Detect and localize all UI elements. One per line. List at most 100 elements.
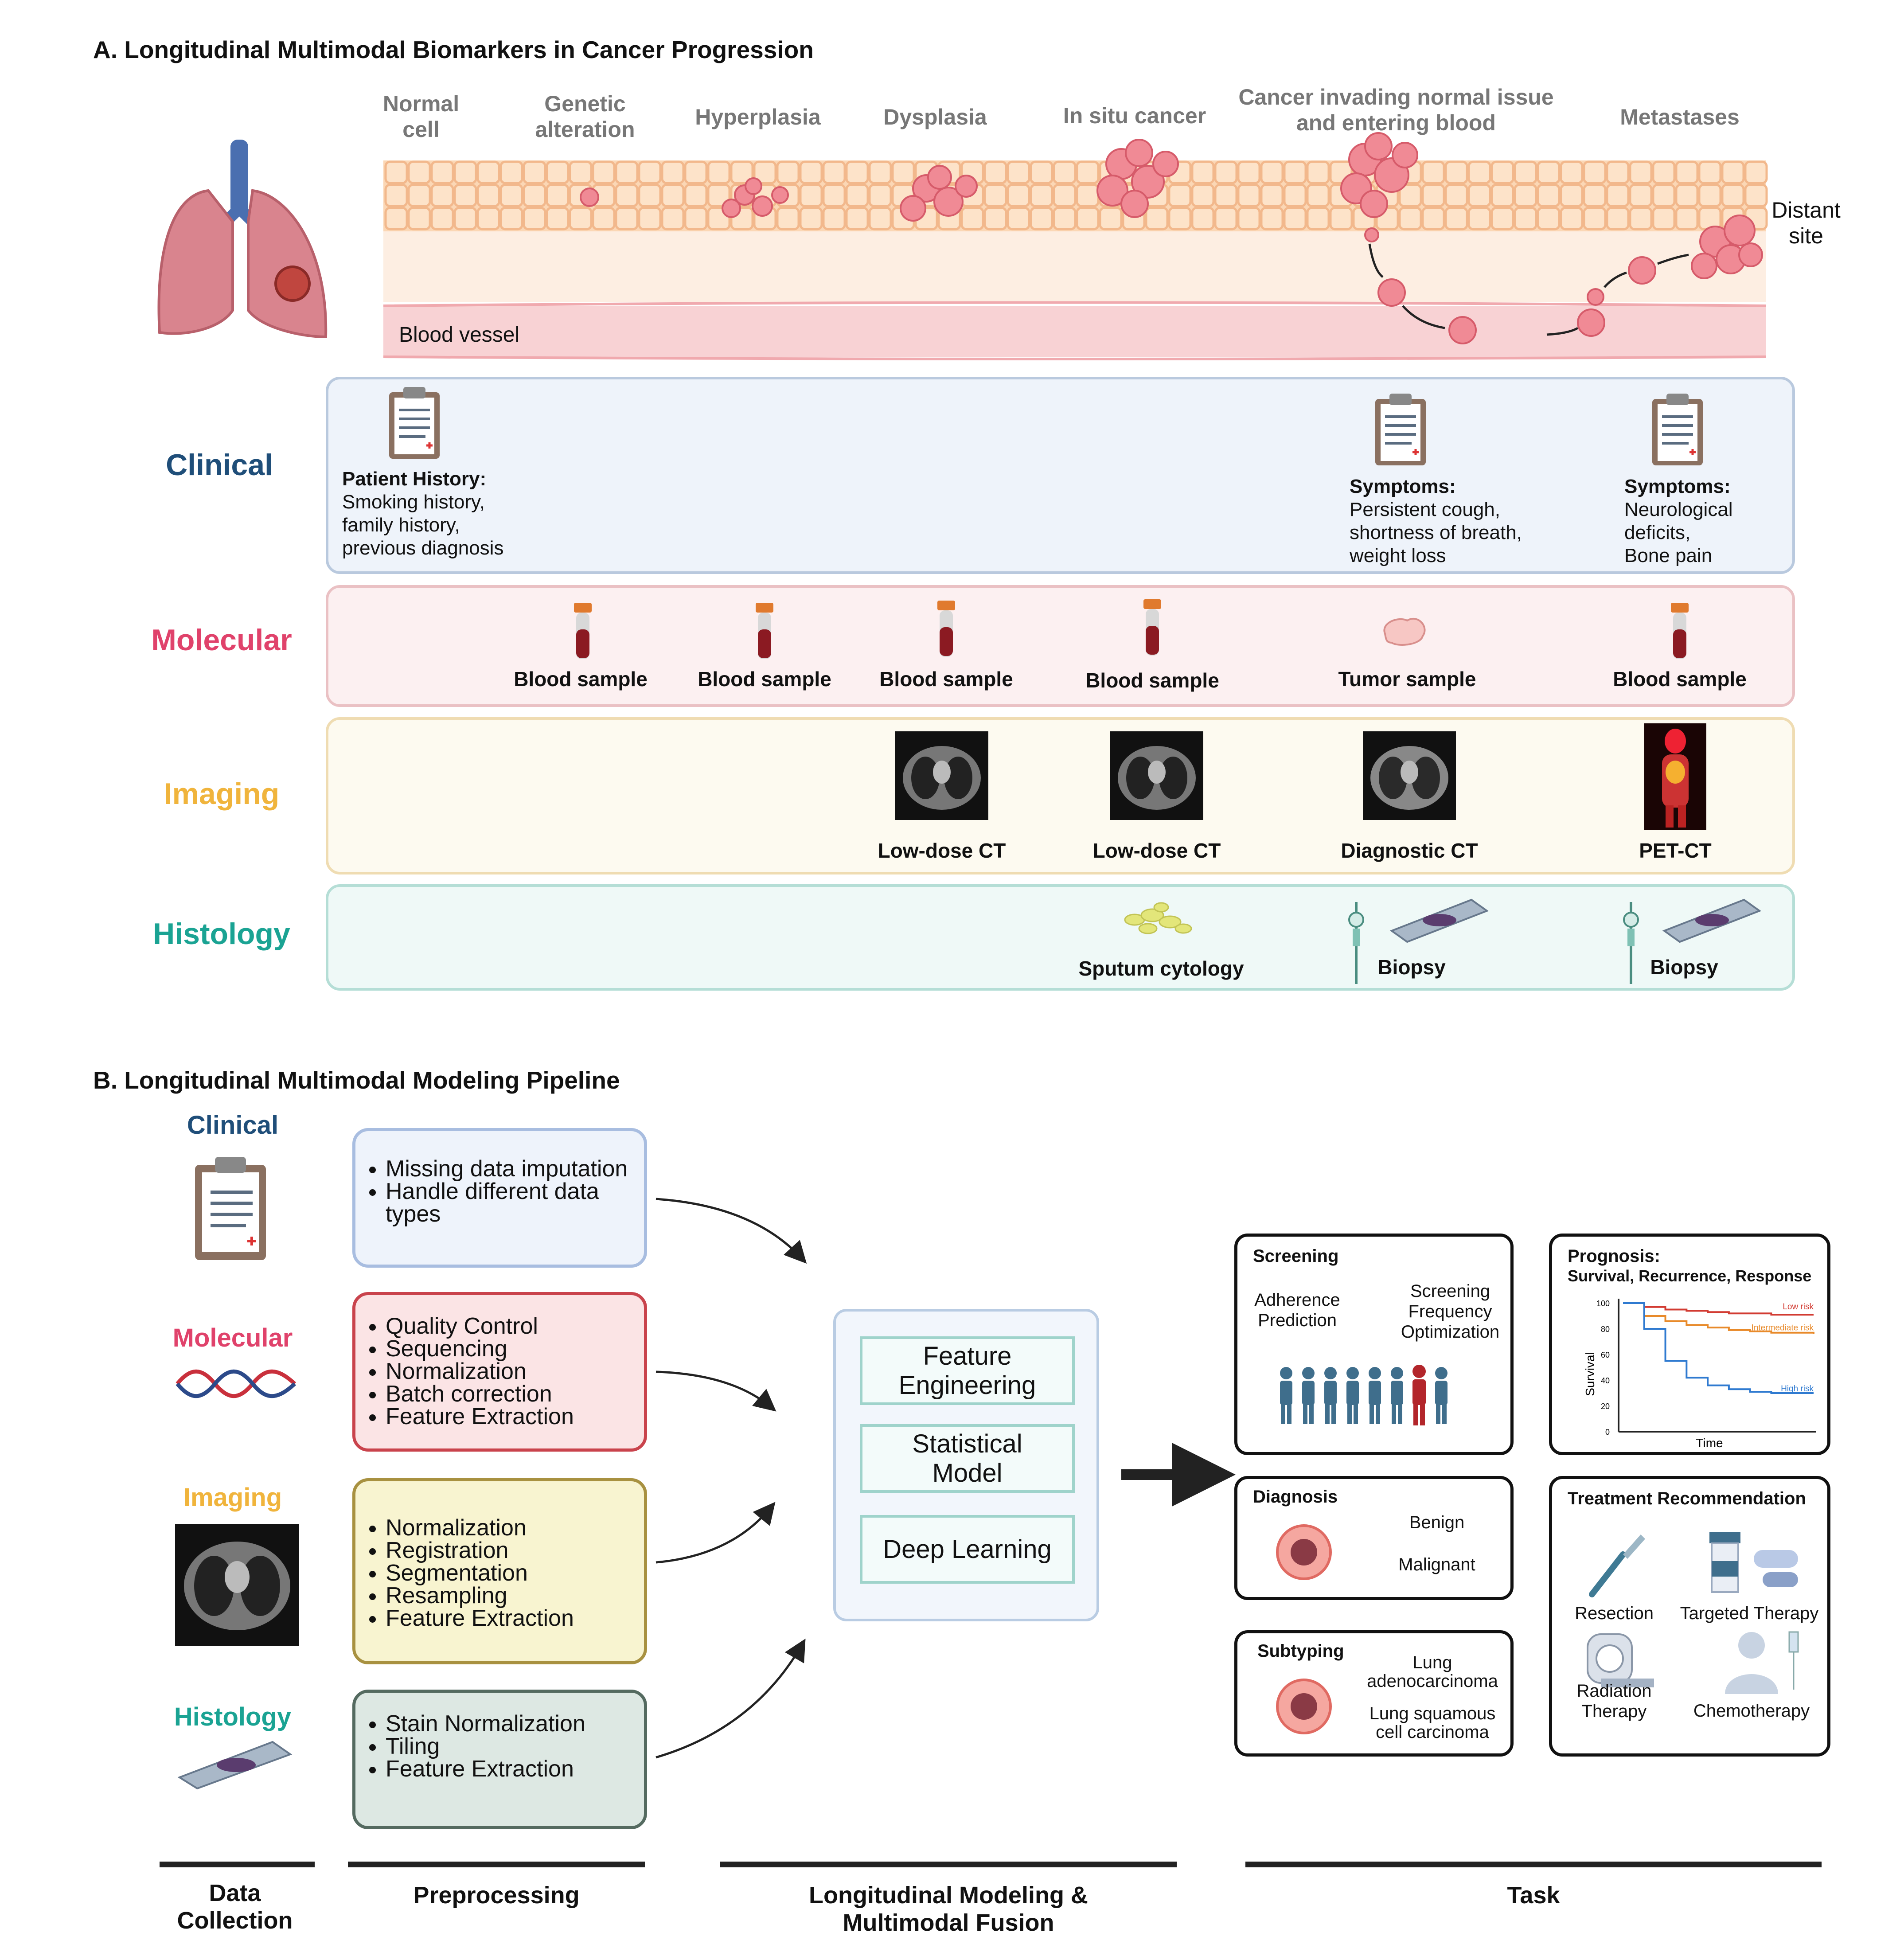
note-line: Bone pain bbox=[1624, 545, 1713, 566]
epithelial-cell bbox=[1606, 183, 1630, 207]
treatment-option: Radiation Therapy bbox=[1576, 1681, 1652, 1721]
pill-bottle-icon bbox=[1709, 1532, 1798, 1593]
stage-invading: Cancer invading normal issue and enterin… bbox=[1238, 85, 1554, 135]
note-heading: Symptoms: bbox=[1350, 476, 1456, 497]
epithelial-cell bbox=[1214, 160, 1238, 184]
molecular-caption: Tumor sample bbox=[1338, 668, 1476, 691]
epithelial-cell bbox=[1145, 207, 1169, 230]
epithelial-cell bbox=[615, 207, 639, 230]
epithelial-cell bbox=[407, 160, 431, 184]
stage-normal-cell: Normal cell bbox=[382, 91, 460, 142]
epithelial-cell bbox=[1053, 183, 1077, 207]
note-line: Neurological bbox=[1624, 499, 1733, 520]
radiation-machine-icon bbox=[1587, 1633, 1654, 1687]
epithelial-cell bbox=[1721, 160, 1745, 184]
epithelial-cell bbox=[1652, 160, 1676, 184]
x-axis-label: Time bbox=[1696, 1436, 1723, 1449]
task-title: Subtyping bbox=[1257, 1641, 1344, 1661]
epithelial-cell bbox=[1490, 207, 1514, 230]
epithelial-cell bbox=[753, 160, 777, 184]
epithelial-cell bbox=[1744, 183, 1768, 207]
epithelial-cell bbox=[523, 183, 546, 207]
y-tick-label: 60 bbox=[1601, 1351, 1610, 1359]
epithelial-cell bbox=[1214, 183, 1238, 207]
note-line: deficits, bbox=[1624, 522, 1691, 543]
blood-tube-icon bbox=[574, 603, 592, 659]
note-line: shortness of breath, bbox=[1350, 522, 1522, 543]
row-label-molecular: Molecular bbox=[151, 623, 292, 657]
epithelial-cell bbox=[845, 183, 869, 207]
epithelial-cell bbox=[983, 183, 1007, 207]
imaging-caption: PET-CT bbox=[1639, 839, 1712, 862]
epithelial-cell bbox=[1560, 207, 1584, 230]
epithelial-cell bbox=[1421, 160, 1445, 184]
epithelial-cell bbox=[1237, 160, 1261, 184]
tumor-clusters bbox=[580, 132, 1763, 344]
treatment-option: Resection bbox=[1575, 1604, 1654, 1623]
modality-imaging: Imaging bbox=[183, 1483, 282, 1512]
epithelial-cell bbox=[1260, 207, 1284, 230]
epithelial-cell bbox=[615, 160, 639, 184]
epithelial-cell bbox=[523, 160, 546, 184]
modality-molecular: Molecular bbox=[172, 1323, 293, 1352]
epithelial-cell bbox=[1560, 183, 1584, 207]
dna-icon bbox=[176, 1369, 297, 1398]
slide-icon bbox=[1389, 898, 1489, 943]
epithelial-cell bbox=[1421, 183, 1445, 207]
epithelial-cell bbox=[1030, 207, 1053, 230]
epithelial-cell bbox=[1514, 207, 1537, 230]
molecular-caption: Blood sample bbox=[879, 668, 1013, 691]
epithelial-cell bbox=[822, 183, 846, 207]
preprocessing-step: Feature Extraction bbox=[386, 1757, 644, 1780]
y-axis-label: Survival bbox=[1583, 1352, 1597, 1396]
clinical-note-symptoms-1: Symptoms: Persistent cough, shortness of… bbox=[1350, 475, 1522, 567]
slide-icon bbox=[1662, 898, 1762, 943]
preprocessing-step: Tiling bbox=[386, 1735, 644, 1758]
epithelial-cell bbox=[776, 160, 800, 184]
epithelial-cell bbox=[1398, 207, 1422, 230]
people-icon bbox=[1280, 1365, 1448, 1425]
task-screening: Screening Adherence Prediction Screening… bbox=[1234, 1234, 1514, 1455]
panel-a-title: A. Longitudinal Multimodal Biomarkers in… bbox=[93, 36, 814, 63]
preprocessing-histology: Stain Normalization Tiling Feature Extra… bbox=[352, 1690, 647, 1829]
series-label: Intermediate risk bbox=[1752, 1323, 1814, 1333]
epithelial-cell bbox=[523, 207, 546, 230]
epithelial-cell bbox=[1007, 207, 1030, 230]
epithelial-cell bbox=[546, 207, 570, 230]
preprocessing-step: Batch correction bbox=[386, 1382, 644, 1405]
epithelial-cell bbox=[1306, 183, 1330, 207]
epithelial-cell bbox=[1537, 160, 1561, 184]
epithelial-cell bbox=[1444, 183, 1468, 207]
epithelial-cell bbox=[638, 207, 662, 230]
epithelial-cell bbox=[1237, 207, 1261, 230]
epithelial-cell bbox=[569, 207, 593, 230]
screening-frequency: Screening Frequency Optimization bbox=[1401, 1281, 1500, 1342]
epithelial-cell bbox=[1306, 160, 1330, 184]
epithelial-cell bbox=[476, 183, 500, 207]
epithelial-cell bbox=[661, 160, 685, 184]
note-line: weight loss bbox=[1350, 545, 1446, 566]
epithelial-cell bbox=[1490, 183, 1514, 207]
task-diagnosis: Diagnosis Benign Malignant bbox=[1234, 1476, 1514, 1600]
imaging-caption: Low-dose CT bbox=[878, 839, 1006, 862]
epithelial-cell bbox=[776, 207, 800, 230]
column-label-task: Task bbox=[1507, 1882, 1560, 1909]
clinical-note-symptoms-2: Symptoms: Neurological deficits, Bone pa… bbox=[1624, 475, 1733, 567]
epithelial-cell bbox=[1675, 160, 1699, 184]
epithelial-cell bbox=[407, 207, 431, 230]
molecular-caption: Blood sample bbox=[514, 668, 648, 691]
task-prognosis: Prognosis: Survival, Recurrence, Respons… bbox=[1549, 1234, 1830, 1455]
epithelial-cell bbox=[684, 160, 708, 184]
epithelial-cell bbox=[592, 207, 616, 230]
epithelial-cell bbox=[1030, 183, 1053, 207]
column-rule bbox=[720, 1862, 1177, 1867]
ct-scan-icon bbox=[175, 1524, 299, 1646]
epithelial-cell bbox=[407, 183, 431, 207]
ct-scan-icon bbox=[1110, 731, 1203, 820]
histology-row-panel bbox=[326, 884, 1795, 991]
epithelial-cell bbox=[1283, 183, 1307, 207]
